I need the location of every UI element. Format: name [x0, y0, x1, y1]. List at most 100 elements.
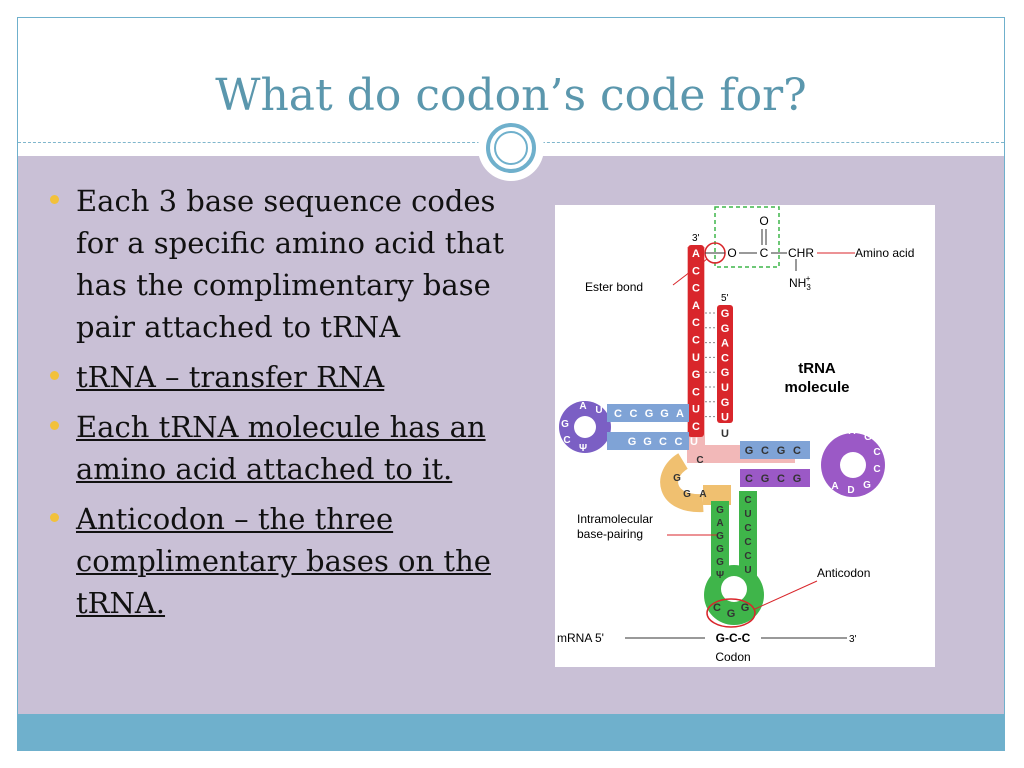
base-letter: C [761, 445, 769, 457]
base-letter: A [692, 248, 700, 260]
carboxyl-box [714, 206, 780, 268]
base-letter: G [721, 323, 730, 335]
base-letter: G [721, 367, 730, 379]
bullet-item: Each 3 base sequence codes for a specifi… [40, 180, 520, 348]
base-letter: A [716, 518, 723, 529]
bullet-icon [50, 371, 59, 380]
base-letter: G [660, 408, 669, 420]
base-letter: G [741, 602, 750, 614]
footer-band [18, 714, 1004, 750]
base-letter: Ψ [579, 443, 587, 454]
base-letter: A [831, 481, 838, 492]
bullet-item: Anticodon – the three complimentary base… [40, 498, 520, 624]
pointer-line [672, 258, 708, 286]
medallion-center [494, 131, 528, 165]
bullet-icon [50, 513, 59, 522]
base-letter: C [692, 317, 700, 329]
ester-o: O [727, 246, 736, 260]
base-letter: G [863, 480, 871, 491]
slide-title: What do codon’s code for? [215, 70, 807, 121]
base-letter: C [744, 523, 751, 534]
three-prime-label: 3' [692, 233, 700, 244]
base-letter: C [744, 495, 751, 506]
base-letter: U [721, 412, 729, 424]
base-letter: G [628, 436, 637, 448]
nh3-sub: 3 [806, 283, 811, 292]
t-loop-hole [840, 452, 866, 478]
bullet-icon [50, 421, 59, 430]
amino-acid-label: Amino acid [855, 246, 914, 260]
base-letter: G [643, 436, 652, 448]
base-letter: C [692, 421, 700, 433]
base-letter: C [614, 408, 622, 420]
mrna-label: mRNA 5' [557, 631, 604, 645]
bullet-item: tRNA – transfer RNA [40, 356, 520, 398]
codon-background [705, 629, 761, 645]
base-letter: D [847, 485, 854, 496]
base-letter: C [873, 447, 880, 458]
base-letter: C [659, 436, 667, 448]
base-letter: C [721, 352, 729, 364]
intramolecular-label-2: base-pairing [577, 527, 643, 541]
base-letter: C [873, 464, 880, 475]
mrna-three-prime: 3' [849, 634, 857, 645]
base-letter: G [727, 608, 736, 620]
trna-diagram: O O C CHR NH3+ Amino acid Ester bond 3' … [555, 205, 935, 667]
base-letter: C [692, 265, 700, 277]
base-letter: G [745, 445, 754, 457]
base-letter: G [716, 557, 724, 568]
base-letter: G [673, 473, 681, 484]
base-letter: C [563, 435, 570, 446]
base-letter: U [831, 429, 838, 440]
base-letter: G [561, 419, 569, 430]
intramolecular-label-1: Intramolecular [577, 512, 653, 526]
base-letter: G [721, 308, 730, 320]
base-letter: C [696, 455, 703, 466]
base-letter: G [864, 432, 872, 443]
anticodon-label: Anticodon [817, 566, 870, 580]
base-letter: G [716, 531, 724, 542]
trna-svg: O O C CHR NH3+ Amino acid Ester bond 3' … [557, 206, 914, 664]
d-stem-bottom [607, 432, 689, 450]
base-letter: C [744, 551, 751, 562]
bullet-icon [50, 195, 59, 204]
chr-group: CHR [788, 246, 814, 260]
bullet-text: Anticodon – the three complimentary base… [76, 502, 491, 620]
base-letter: A [579, 401, 586, 412]
acceptor-5-strand [717, 305, 733, 423]
nh3-sup: + [806, 274, 811, 283]
carbonyl-o: O [759, 214, 768, 228]
ester-bond-label: Ester bond [585, 280, 643, 294]
t-stem-top [740, 441, 810, 459]
base-letter: G [692, 369, 701, 381]
anticodon-circle [706, 598, 756, 628]
variable-stem [703, 485, 731, 505]
pointer-line [754, 580, 818, 610]
acceptor-3-strand [688, 245, 704, 437]
base-letter: G [683, 489, 691, 500]
base-letter: C [713, 602, 721, 614]
bullet-text: Each tRNA molecule has an amino acid att… [76, 410, 486, 486]
base-letter: C [692, 283, 700, 295]
base-letter: C [745, 473, 753, 485]
bullet-list: Each 3 base sequence codes for a specifi… [40, 180, 520, 632]
anticodon-stem-right [739, 491, 757, 589]
base-letter: C [692, 335, 700, 347]
base-letter: C [692, 386, 700, 398]
codon-label: Codon [715, 650, 750, 664]
base-letter: A [721, 338, 729, 350]
base-letter: U [744, 565, 751, 576]
base-letter: U [690, 436, 698, 448]
base-letter: U [692, 404, 700, 416]
mrna-codon: G-C-C [716, 631, 751, 645]
base-letter: A [692, 300, 700, 312]
d-stem-top [607, 404, 689, 422]
t-stem-bottom [740, 469, 810, 487]
variable-loop [660, 453, 704, 513]
base-letter: U [692, 352, 700, 364]
base-letter: G [721, 397, 730, 409]
five-prime-label: 5' [721, 293, 729, 304]
base-letter: G [793, 473, 802, 485]
bullet-text: Each 3 base sequence codes for a specifi… [76, 184, 504, 344]
